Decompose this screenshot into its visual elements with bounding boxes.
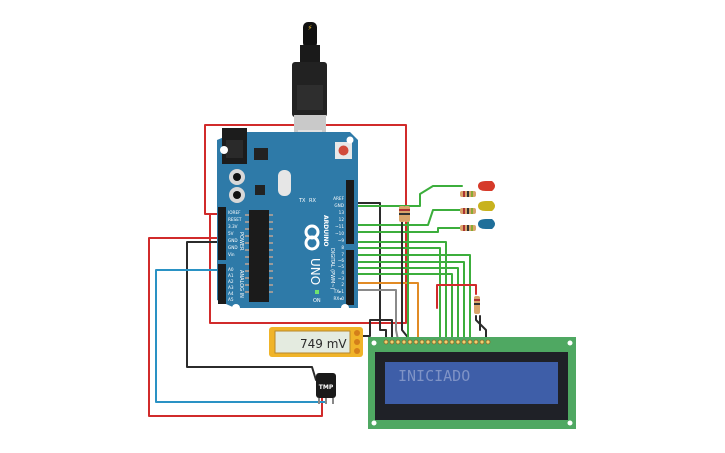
pin-label: RX◂0 xyxy=(333,296,344,301)
on-led xyxy=(315,290,319,294)
pin-label: 12 xyxy=(339,217,345,222)
pin-label: 7 xyxy=(341,252,344,257)
multimeter-display xyxy=(274,330,351,354)
digital-header-bottom xyxy=(346,250,354,305)
wire-gray[interactable] xyxy=(349,289,399,341)
pin-label: ~11 xyxy=(335,224,344,229)
arduino-uno-board[interactable]: ARDUINO UNO TX RX ON DIGITAL (PWM~) POWE… xyxy=(217,128,358,312)
pin-label: A3 xyxy=(228,285,234,290)
multimeter-reading: 749 mV xyxy=(300,337,347,351)
crystal xyxy=(278,170,291,196)
pin-label: IOREF xyxy=(228,210,241,215)
lcd-header-pins xyxy=(383,339,491,345)
pin-label: 5V xyxy=(228,231,234,236)
power-header xyxy=(218,207,226,260)
resistor[interactable] xyxy=(460,225,476,231)
pin-label: AREF xyxy=(333,196,344,201)
wire-green-lcd6[interactable] xyxy=(349,247,441,341)
pin-label: ~5 xyxy=(338,264,345,269)
svg-text:⚡: ⚡ xyxy=(308,24,313,32)
pin-label: ~6 xyxy=(338,258,345,263)
pin-label: ~3 xyxy=(338,276,345,281)
wire-red-loop[interactable] xyxy=(204,124,407,324)
lcd-16x2[interactable]: INICIADO xyxy=(368,337,576,429)
digital-header-top xyxy=(346,180,354,244)
pin-label: GND xyxy=(228,245,238,250)
pin-label: 8 xyxy=(341,245,344,250)
wire-black-gnd-top[interactable] xyxy=(349,202,387,341)
pin-label: ~10 xyxy=(335,231,344,236)
temperature-sensor[interactable]: TMP xyxy=(316,373,336,404)
power-header-label: POWER xyxy=(238,232,244,251)
pin-label: 13 xyxy=(339,210,345,215)
tx-label: TX xyxy=(298,198,306,204)
lcd-screen xyxy=(385,362,558,404)
wire-green-led3[interactable] xyxy=(349,227,463,233)
analog-header xyxy=(218,264,226,304)
pin-label: RESET xyxy=(228,217,242,222)
lcd-text: INICIADO xyxy=(398,367,470,385)
arduino-model-label: UNO xyxy=(308,258,322,285)
pin-label: Vin xyxy=(228,252,235,257)
resistor[interactable] xyxy=(474,296,480,314)
red-led[interactable] xyxy=(478,181,495,191)
pin-label: 3.3V xyxy=(228,224,238,229)
sensor-label: TMP xyxy=(319,384,334,391)
pin-label: ~9 xyxy=(338,238,345,243)
wire-green-lcd1[interactable] xyxy=(349,254,471,341)
pin-label: A2 xyxy=(228,279,234,284)
arduino-logo-icon xyxy=(304,224,320,251)
pin-label: GND xyxy=(228,238,238,243)
yellow-led[interactable] xyxy=(478,201,495,211)
pin-label: 4 xyxy=(341,270,344,275)
wire-red-lcd-backlight[interactable] xyxy=(436,284,477,309)
resistor[interactable] xyxy=(460,191,476,197)
arduino-brand-label: ARDUINO xyxy=(322,215,329,246)
wire-black-gnd[interactable] xyxy=(186,241,317,381)
pin-label: 2 xyxy=(341,282,344,287)
multimeter-terminal[interactable] xyxy=(354,330,360,336)
multimeter-terminal[interactable] xyxy=(354,348,360,354)
resistor[interactable] xyxy=(404,206,410,222)
multimeter-terminal[interactable] xyxy=(354,339,360,345)
wires xyxy=(148,124,487,417)
wire-orange[interactable] xyxy=(349,282,419,341)
rx-label: RX xyxy=(309,198,316,204)
usb-cable[interactable]: ⚡ xyxy=(292,22,327,163)
wire-green-led2[interactable] xyxy=(349,209,463,226)
wire-green-lcd4[interactable] xyxy=(349,273,453,341)
pin-label: TX▸1 xyxy=(333,289,345,294)
leds-and-resistors xyxy=(399,181,495,314)
atmega-chip xyxy=(249,210,269,302)
resistor[interactable] xyxy=(460,208,476,214)
pin-label: A1 xyxy=(228,273,234,278)
wire-black-probe[interactable] xyxy=(361,319,393,341)
pin-label: A4 xyxy=(228,291,234,296)
wire-green-lcd5[interactable] xyxy=(349,241,447,341)
on-label: ON xyxy=(313,298,321,304)
chip-pins xyxy=(245,214,273,293)
wire-red-5v[interactable] xyxy=(148,237,323,417)
pin-label: A5 xyxy=(228,297,234,302)
analog-header-label: ANALOG IN xyxy=(238,270,244,298)
wire-green-lcd3[interactable] xyxy=(349,267,459,341)
digital-header-label: DIGITAL (PWM~) xyxy=(329,248,335,290)
wire-green-led1[interactable] xyxy=(349,185,463,207)
pin-label: A0 xyxy=(228,267,234,272)
wire-green-lcd2[interactable] xyxy=(349,261,465,341)
multimeter[interactable]: 749 mV xyxy=(269,327,363,357)
pin-label: GND xyxy=(334,203,344,208)
blue-led[interactable] xyxy=(478,219,495,229)
resistor[interactable] xyxy=(399,206,405,222)
